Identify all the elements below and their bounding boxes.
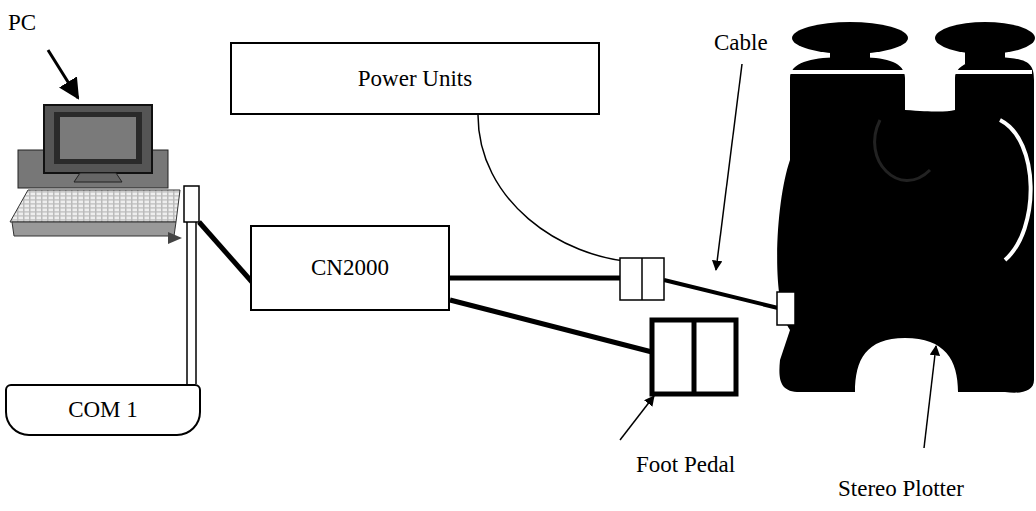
cable-connector [620,258,664,300]
plotter-label: Stereo Plotter [836,476,966,501]
node-text: CN2000 [311,255,389,280]
cable-label: Cable [712,30,770,55]
pedal-label: Foot Pedal [634,452,737,477]
power-unit-box: Power Units [230,42,600,115]
port-callout: COM 1 [5,384,201,436]
node-text: Power Units [358,66,472,91]
computer-label: PC [6,10,38,35]
node-text: COM 1 [68,397,138,422]
stereo-plotter-illustration [777,22,1035,393]
pc-illustration [10,105,199,244]
controller-box: CN2000 [250,225,450,311]
foot-pedal-illustration [652,320,736,394]
